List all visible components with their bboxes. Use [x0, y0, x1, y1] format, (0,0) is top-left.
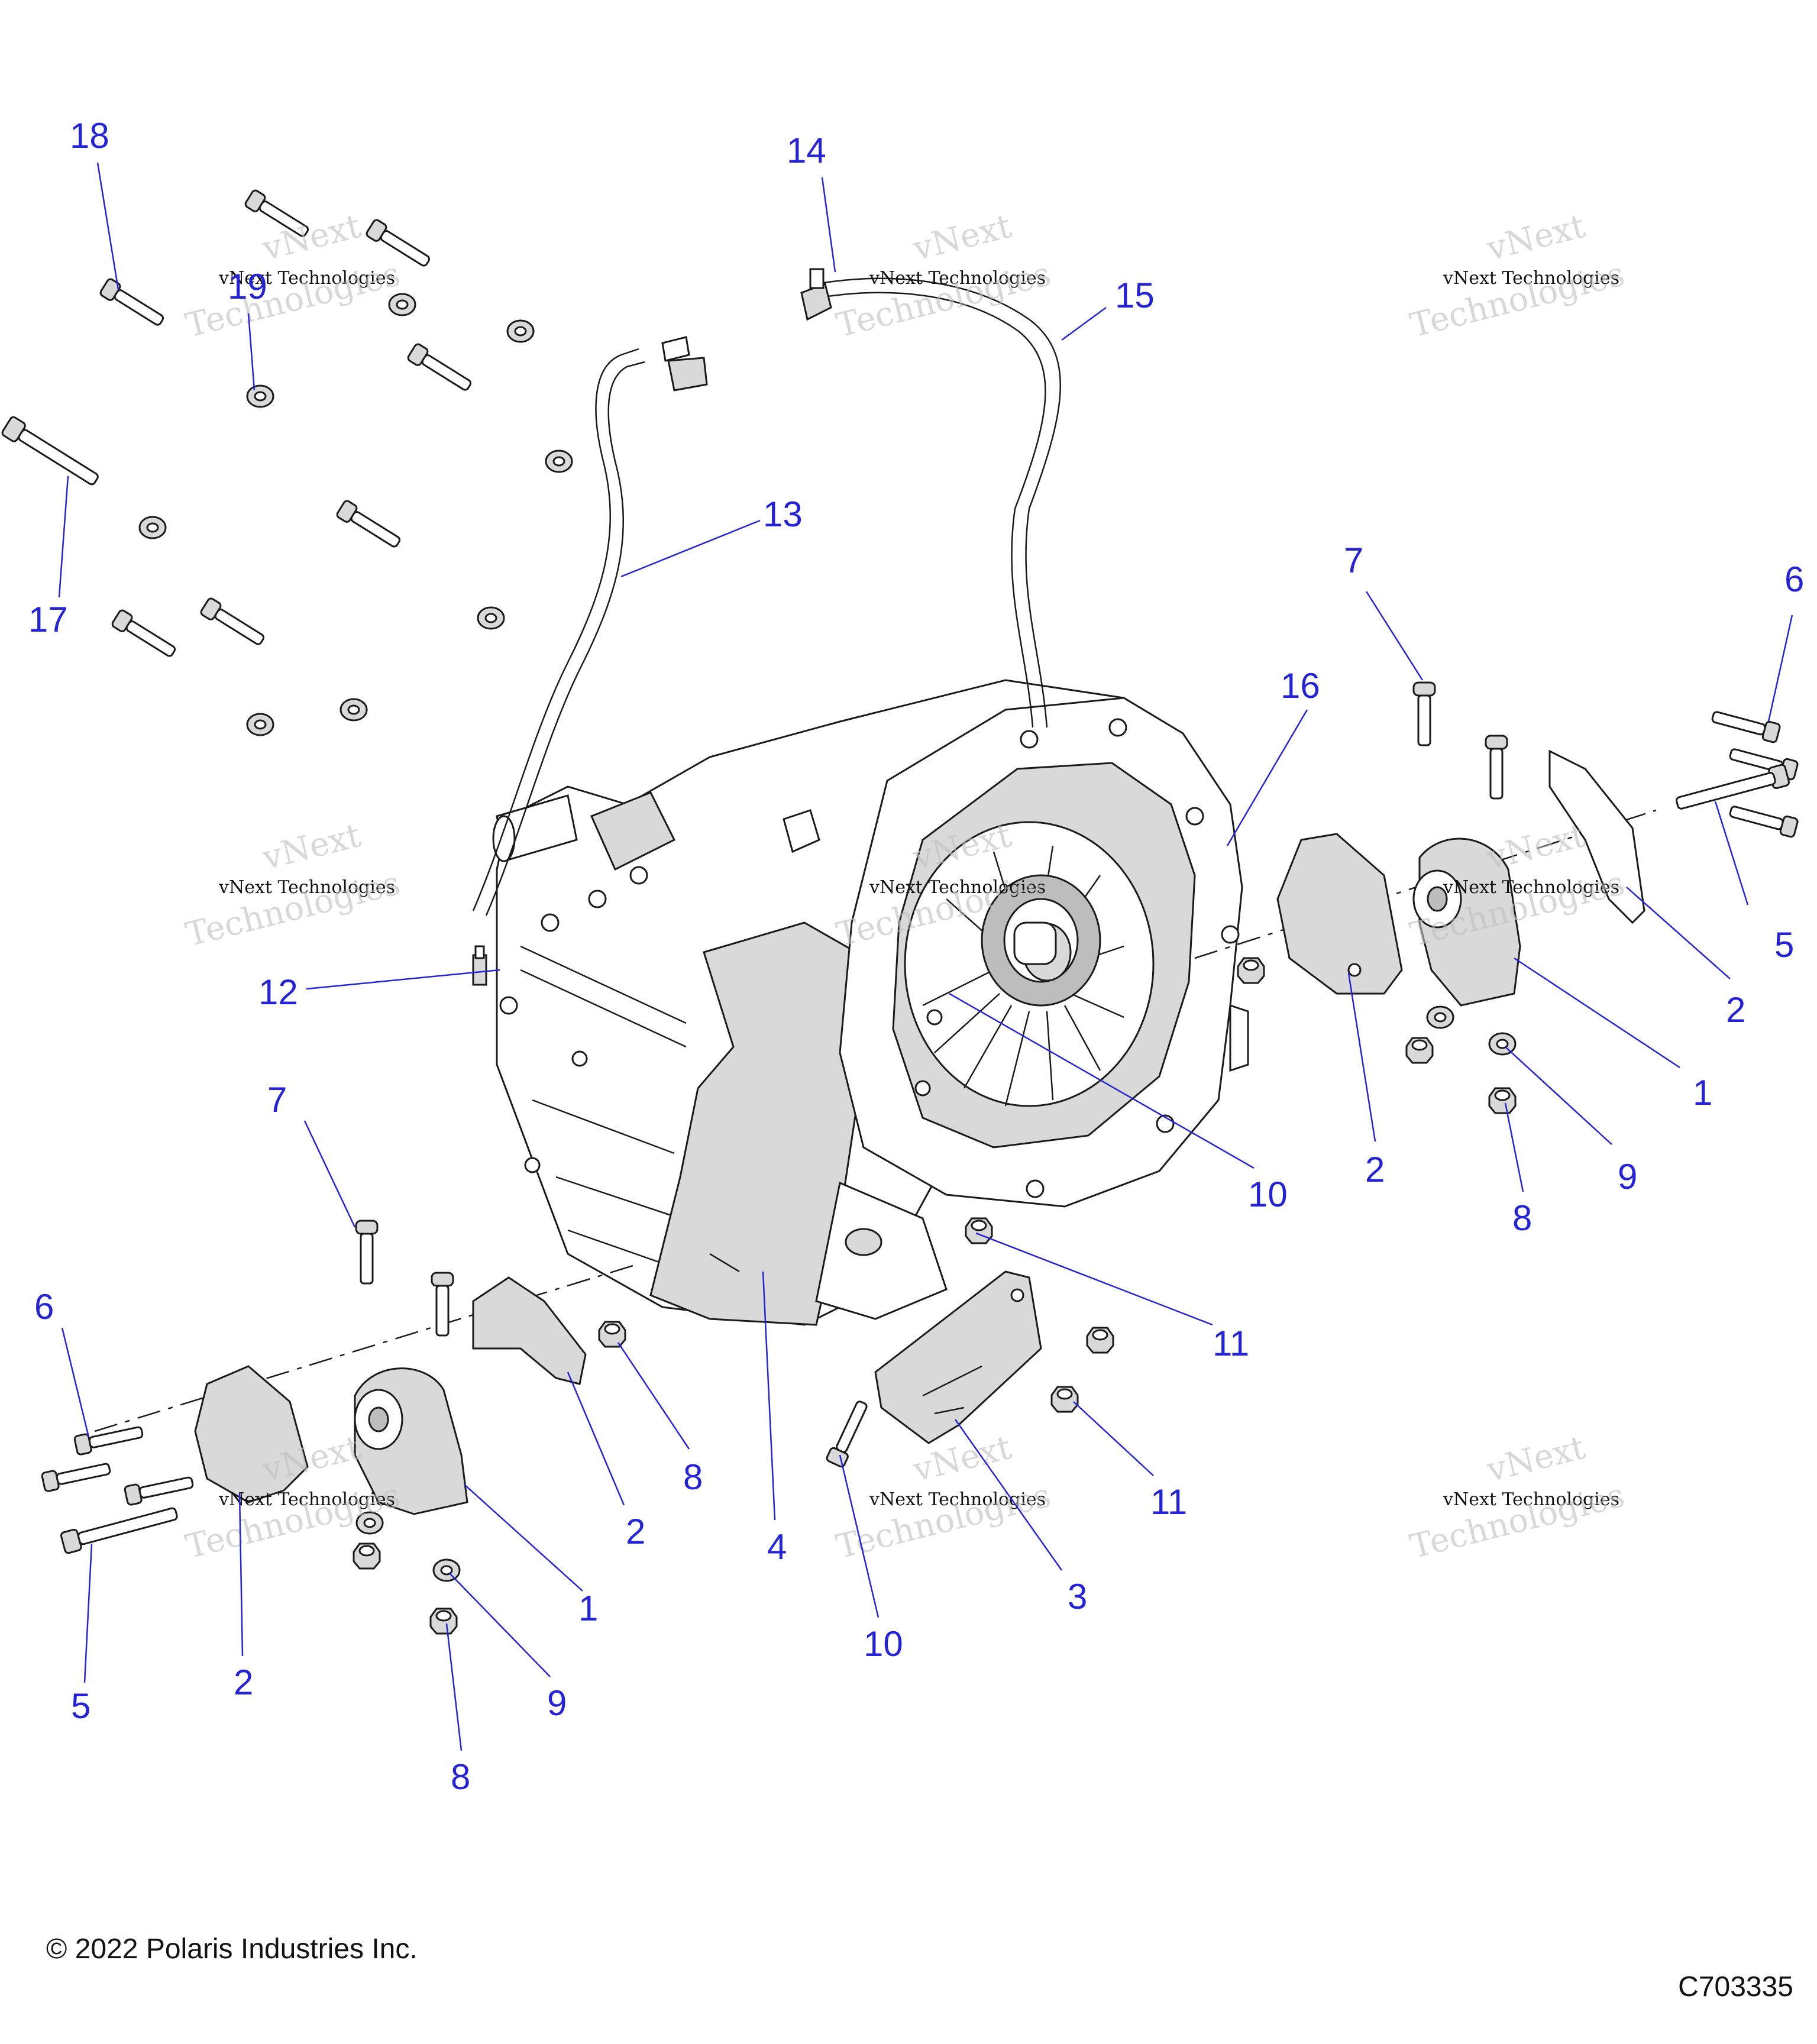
- callout-17: 17: [28, 600, 68, 639]
- hardware-group-top-left: [1, 188, 573, 736]
- callout-11-top: 11: [1213, 1324, 1249, 1363]
- watermark-text: vNext: [1483, 816, 1589, 878]
- watermark-text: vNext Technologies: [218, 877, 395, 898]
- callout-14: 14: [787, 131, 826, 170]
- watermark-text: vNext Technologies: [869, 877, 1046, 898]
- hose-fitting-14: [800, 268, 832, 321]
- callout-19: 19: [228, 267, 267, 306]
- watermark-text: vNext: [1483, 207, 1589, 269]
- vent-fitting-12: [472, 945, 487, 986]
- callout-1-left: 1: [578, 1589, 598, 1628]
- callout-5-right: 5: [1774, 925, 1794, 965]
- callout-6-left: 6: [34, 1287, 54, 1327]
- watermark-text: vNext Technologies: [218, 268, 395, 289]
- transmission-case: [492, 679, 1249, 1326]
- callout-13: 13: [763, 494, 803, 534]
- callout-labels: 18 19 17 14 15 13 16 12 7 6 5 2 1 2 9 8 …: [28, 116, 1804, 1797]
- callout-18: 18: [70, 116, 109, 156]
- callout-3: 3: [1068, 1577, 1087, 1616]
- breather-hose-13: [472, 348, 645, 916]
- callout-7-left: 7: [267, 1080, 287, 1120]
- callout-8-left-bottom: 8: [451, 1757, 470, 1797]
- callout-7-right: 7: [1344, 541, 1363, 580]
- breather-hose-15: [816, 277, 1061, 728]
- callout-5-left: 5: [71, 1686, 90, 1726]
- callout-10-bottom: 10: [864, 1624, 903, 1664]
- watermark-text: vNext: [909, 207, 1016, 269]
- callout-2-left-rear: 2: [626, 1512, 645, 1551]
- callout-11-bottom: 11: [1150, 1482, 1187, 1522]
- callout-10-top: 10: [1248, 1175, 1288, 1214]
- watermark-text: vNext Technologies: [1443, 1489, 1619, 1510]
- copyright-notice: © 2022 Polaris Industries Inc.: [46, 1933, 418, 1965]
- drawing-number: C703335: [1678, 1971, 1793, 2003]
- watermark-text: vNext Technologies: [869, 268, 1046, 289]
- callout-15: 15: [1115, 276, 1155, 315]
- leader-lines: [58, 162, 1793, 1751]
- callout-12: 12: [258, 972, 298, 1012]
- watermark-text: vNext Technologies: [218, 1489, 395, 1510]
- callout-4: 4: [767, 1527, 787, 1567]
- watermark-text: vNext: [1483, 1428, 1589, 1490]
- elbow-fitting: [661, 336, 708, 392]
- callout-6-right: 6: [1784, 559, 1804, 599]
- callout-8-right: 8: [1512, 1198, 1532, 1238]
- watermark-text: vNext Technologies: [1443, 268, 1619, 289]
- watermark-text: vNext: [258, 816, 365, 878]
- mount-assembly-left: [40, 1220, 633, 1635]
- callout-9-left: 9: [547, 1683, 567, 1723]
- callout-2-right-rear: 2: [1726, 990, 1745, 1030]
- callout-9-right: 9: [1618, 1157, 1637, 1196]
- callout-2-right-front: 2: [1365, 1150, 1385, 1189]
- watermark-text: vNext Technologies: [1443, 877, 1619, 898]
- callout-8-left-top: 8: [683, 1457, 703, 1497]
- mount-assembly-right: [1194, 681, 1799, 1114]
- callout-2-left-front: 2: [234, 1663, 253, 1702]
- callout-1-right: 1: [1693, 1073, 1712, 1112]
- support-bracket-3: [825, 1217, 1114, 1469]
- callout-16: 16: [1281, 666, 1320, 706]
